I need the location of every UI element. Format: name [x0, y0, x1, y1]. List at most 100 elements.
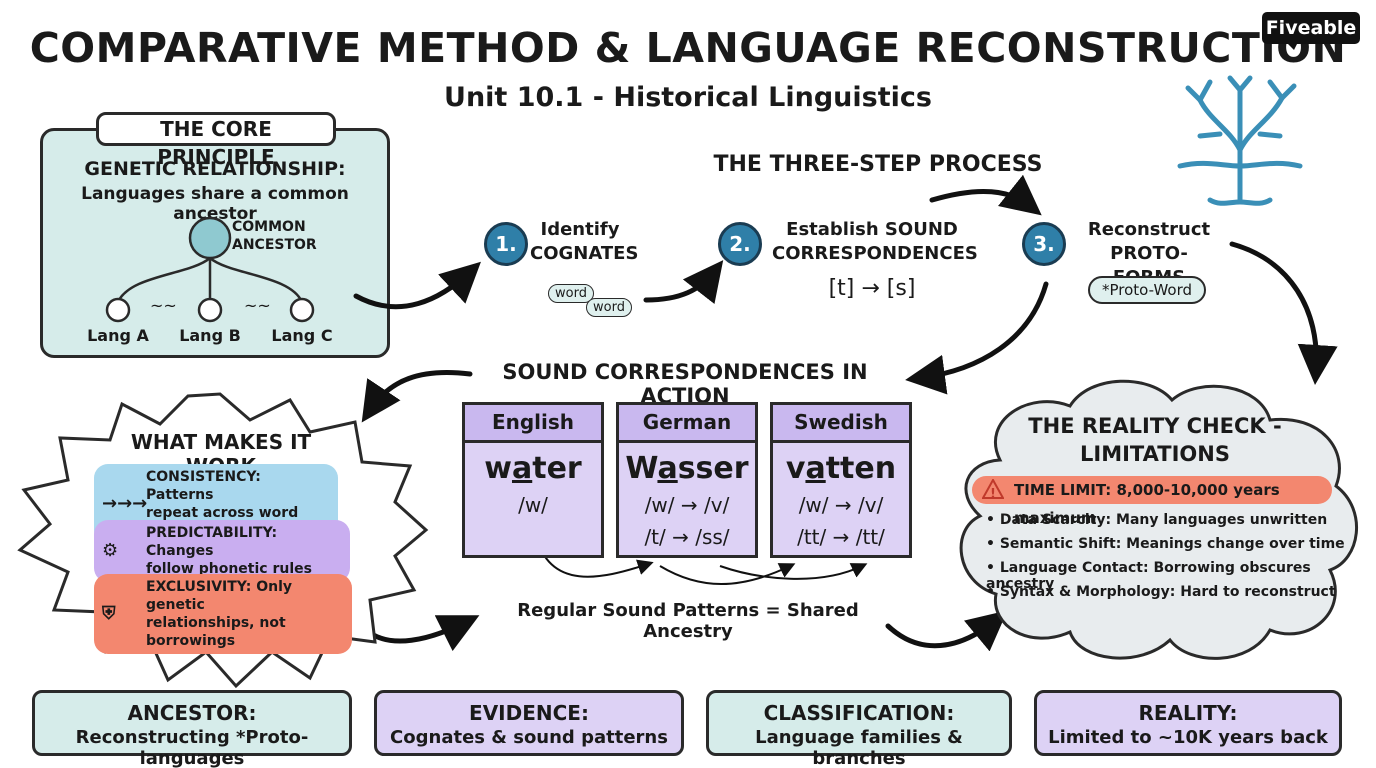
step2-line1: Establish SOUND — [786, 219, 958, 240]
family-tree-diagram — [105, 216, 315, 323]
shield-icon: ⛨ — [102, 603, 116, 624]
predictability-pill: ⚙ PREDICTABILITY: Changes follow phoneti… — [94, 520, 350, 582]
sound-correspondences-heading: SOUND CORRESPONDENCES IN ACTION — [502, 360, 868, 408]
english-word-mark: a — [511, 451, 533, 486]
work-heading: WHAT MAKES IT WORK — [130, 430, 312, 478]
summary-ancestor-sub: Reconstructing *Proto-languages — [75, 727, 309, 768]
step1-line2: COGNATES — [530, 243, 639, 264]
swedish-word-pre: v — [785, 451, 806, 486]
english-ipa-1: /w/ — [518, 493, 548, 517]
step1-line1: Identify — [540, 219, 620, 240]
step2-text: Establish SOUND CORRESPONDENCES — [772, 218, 978, 266]
summary-ancestor-title: ANCESTOR: — [127, 701, 257, 725]
summary-reality-title: REALITY: — [1138, 701, 1238, 725]
english-card-name: English — [465, 405, 601, 443]
lang-b-label: Lang B — [179, 326, 241, 345]
arrow-step1-to-step2 — [643, 260, 724, 305]
gear-icon: ⚙ — [102, 540, 119, 561]
english-card: English water /w/ — [462, 402, 604, 558]
swedish-card: Swedish vatten /w/ → /v/ /tt/ → /tt/ — [770, 402, 912, 558]
ancestor-label-line2: ANCESTOR — [232, 237, 317, 253]
swedish-card-word: vatten — [773, 451, 909, 486]
summary-classification: CLASSIFICATION: Language families & bran… — [706, 690, 1012, 768]
summary-evidence-sub: Cognates & sound patterns — [390, 727, 668, 748]
swedish-card-name: Swedish — [773, 405, 909, 443]
warning-icon: ! — [981, 477, 1005, 502]
german-card-word: Wasser — [619, 451, 755, 486]
german-ipa-1: /w/ → /v/ — [644, 493, 730, 517]
german-word-mark: a — [657, 451, 678, 486]
limit-item-semantic-shift: • Semantic Shift: Meanings change over t… — [986, 536, 1345, 552]
time-limit-banner: ! TIME LIMIT: 8,000-10,000 years maximum — [972, 476, 1332, 527]
german-card-name: German — [619, 405, 755, 443]
arrow-steps-heading-to-step3 — [929, 174, 1042, 216]
lang-c-node — [289, 297, 315, 323]
cloud-shape — [959, 379, 1358, 660]
summary-reality-sub: Limited to ~10K years back — [1048, 727, 1328, 748]
page-title: COMPARATIVE METHOD & LANGUAGE RECONSTRUC… — [29, 24, 1347, 72]
proto-word-pill: *Proto-Word — [1088, 276, 1206, 304]
summary-classification-title: CLASSIFICATION: — [763, 701, 955, 725]
cognate-chip-2: word — [586, 298, 632, 317]
german-ipa-2: /t/ → /ss/ — [644, 525, 730, 549]
summary-classification-sub: Language families & branches — [755, 727, 963, 768]
exclusivity-pill: ⛨ EXCLUSIVITY: Only genetic relationship… — [94, 574, 352, 654]
reality-heading-line2: LIMITATIONS — [1080, 442, 1230, 466]
lang-b-node — [197, 297, 223, 323]
step3-badge: 3. — [1022, 222, 1066, 266]
predictability-label-2: follow phonetic rules — [146, 561, 312, 577]
summary-evidence-title: EVIDENCE: — [469, 701, 589, 725]
core-principle-heading: GENETIC RELATIONSHIP: — [84, 158, 346, 180]
ancestor-label-line1: COMMON — [232, 219, 306, 235]
swedish-word-mark: a — [805, 451, 826, 486]
exclusivity-label-1: EXCLUSIVITY: Only genetic — [146, 579, 292, 613]
english-card-word: water — [465, 451, 601, 486]
reality-heading-line1: THE REALITY CHECK - — [1028, 414, 1282, 438]
core-principle-label: THE CORE PRINCIPLE — [96, 112, 336, 169]
brand-logo-tail — [1286, 42, 1298, 50]
step2-line2: CORRESPONDENCES — [772, 243, 978, 264]
limit-item-syntax-morphology: • Syntax & Morphology: Hard to reconstru… — [986, 584, 1336, 600]
summary-ancestor: ANCESTOR: Reconstructing *Proto-language… — [32, 690, 352, 768]
swedish-ipa-2: /tt/ → /tt/ — [797, 525, 885, 549]
swedish-word-post: tten — [825, 451, 897, 486]
arrow-german-to-swedish-2 — [719, 563, 868, 580]
core-principle-description: Languages share a common ancestor — [81, 184, 349, 224]
exclusivity-label-2: relationships, not borrowings — [146, 615, 286, 649]
step2-rule: [t] → [s] — [828, 276, 916, 301]
warning-triangle-icon — [981, 477, 1005, 499]
lang-a-label: Lang A — [87, 326, 149, 345]
tilde-link-ab: ~~ — [150, 296, 177, 315]
english-word-post: ter — [532, 451, 582, 486]
cognate-chip-1: word — [548, 284, 594, 303]
lang-a-node — [105, 297, 131, 323]
step2-badge: 2. — [718, 222, 762, 266]
step1-text: Identify COGNATES — [530, 218, 639, 266]
brand-logo-accent: able — [1310, 17, 1357, 39]
german-card: German Wasser /w/ → /v/ /t/ → /ss/ — [616, 402, 758, 558]
page-subtitle: Unit 10.1 - Historical Linguistics — [444, 82, 932, 113]
limit-item-data-scarcity: • Data Scarcity: Many languages unwritte… — [986, 512, 1328, 528]
warning-mark: ! — [990, 487, 996, 502]
brand-logo-main: Five — [1265, 17, 1311, 39]
consistency-label-1: CONSISTENCY: Patterns — [146, 469, 261, 503]
reality-heading: THE REALITY CHECK - LIMITATIONS — [1000, 412, 1310, 468]
step1-badge: 1. — [484, 222, 528, 266]
swedish-ipa-1: /w/ → /v/ — [798, 493, 884, 517]
german-word-post: sser — [677, 451, 749, 486]
english-word-pre: w — [484, 451, 512, 486]
limit-item-language-contact: • Language Contact: Borrowing obscures a… — [986, 560, 1311, 592]
step3-line1: Reconstruct — [1087, 219, 1211, 240]
arrows-icon: →→→ — [102, 493, 148, 514]
arrow-step3-to-reality — [1229, 241, 1338, 385]
german-word-pre: W — [625, 451, 658, 486]
ancestor-node — [188, 216, 232, 260]
tilde-link-bc: ~~ — [244, 296, 271, 315]
arrow-german-to-swedish-1 — [659, 563, 796, 585]
predictability-label-1: PREDICTABILITY: Changes — [146, 525, 278, 559]
ancestor-label: COMMON ANCESTOR — [232, 218, 317, 254]
summary-evidence: EVIDENCE: Cognates & sound patterns — [374, 690, 684, 756]
time-limit-text: TIME LIMIT: 8,000-10,000 years maximum — [1014, 481, 1280, 527]
lang-c-label: Lang C — [271, 326, 333, 345]
process-heading: THE THREE-STEP PROCESS — [713, 152, 1043, 177]
